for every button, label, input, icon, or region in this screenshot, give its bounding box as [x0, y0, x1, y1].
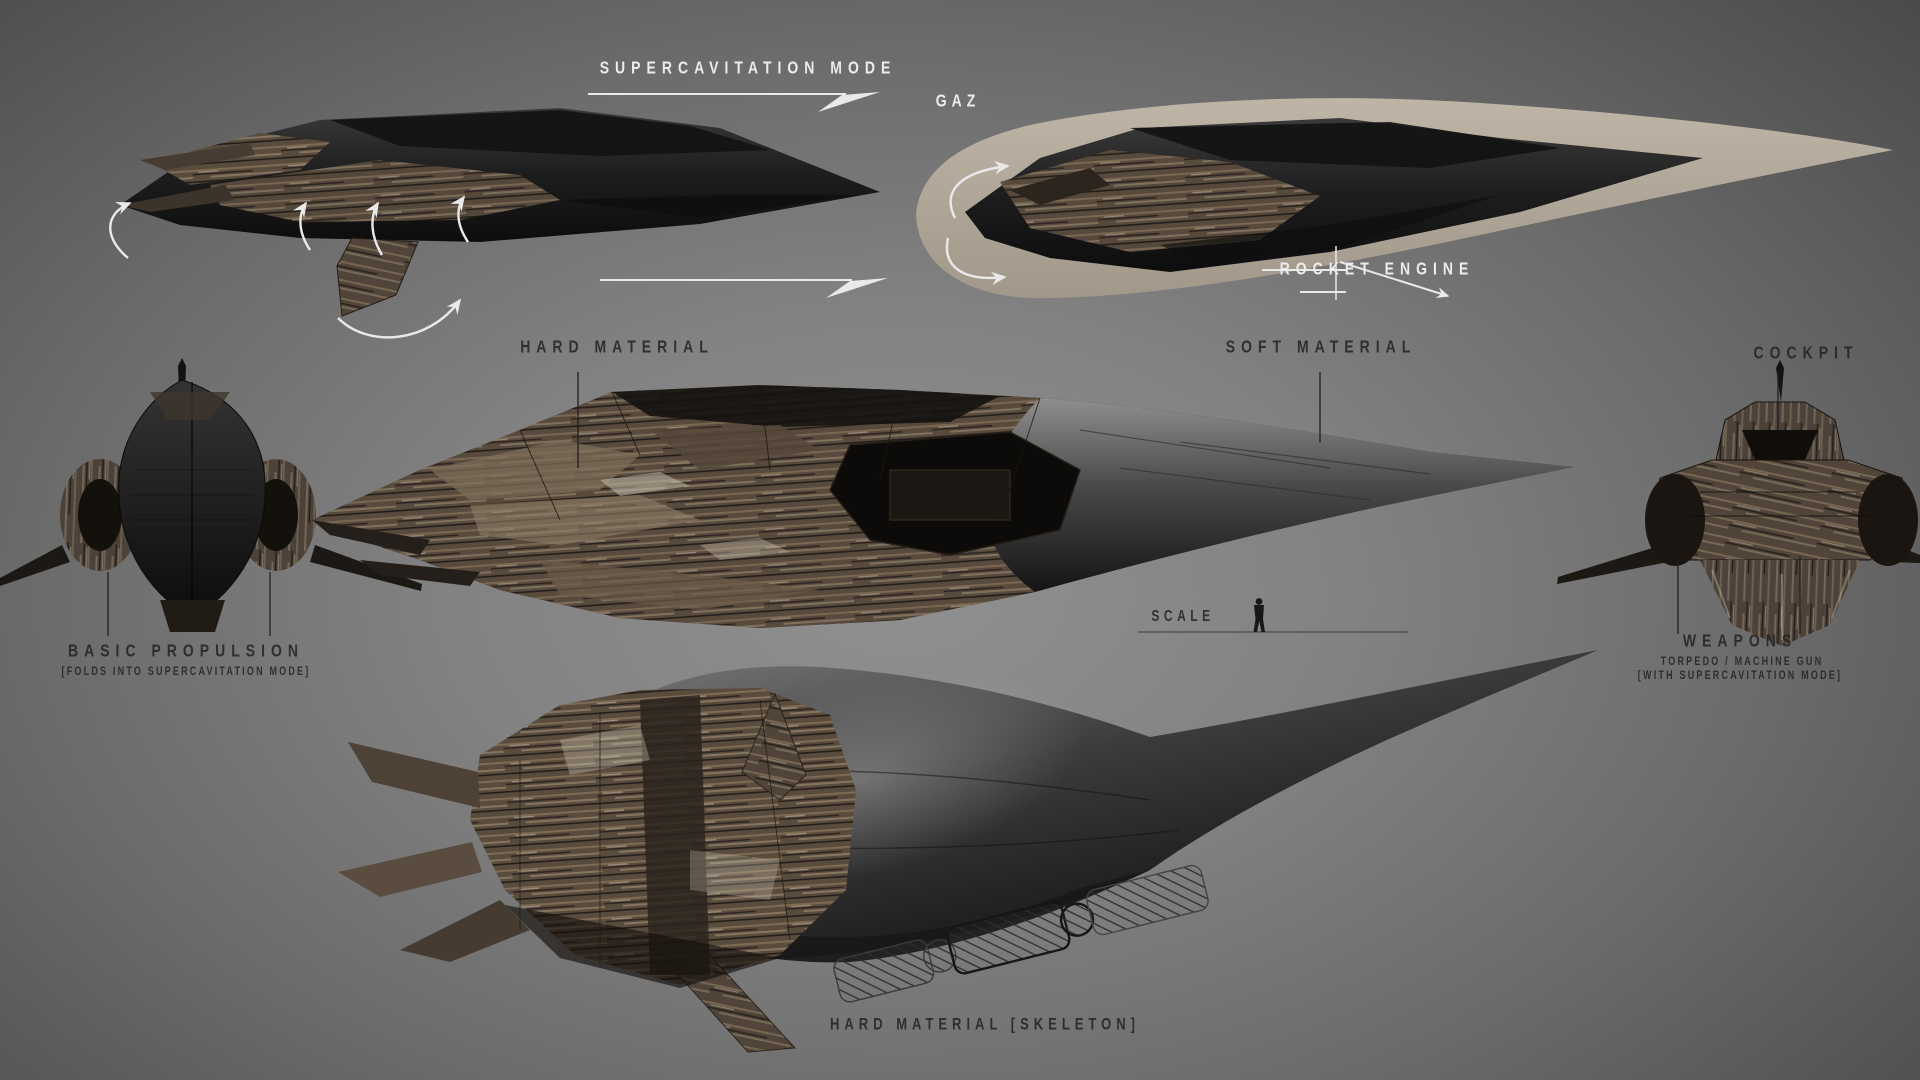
label-weapons: WEAPONS: [1682, 630, 1798, 651]
view-main-side: [312, 384, 1573, 628]
fold-arrows: [109, 195, 469, 339]
label-basic-propulsion-sub: [FOLDS INTO SUPERCAVITATION MODE]: [61, 665, 311, 678]
view-gas-bubble: [916, 98, 1893, 300]
direction-arrow-bottom: [600, 278, 888, 298]
label-weapons-sub2: [WITH SUPERCAVITATION MODE]: [1637, 669, 1843, 682]
human-figure: [1253, 598, 1265, 632]
view-top: [338, 650, 1598, 1053]
label-hard-material-skeleton: HARD MATERIAL [SKELETON]: [830, 1014, 1140, 1034]
scale-reference: [1138, 598, 1408, 633]
gas-flow-arrows: [945, 160, 1010, 286]
label-cockpit: COCKPIT: [1753, 342, 1859, 363]
view-front-basic-propulsion: [0, 358, 422, 632]
thrust-arrow: [1262, 246, 1450, 300]
label-basic-propulsion: BASIC PROPULSION: [67, 640, 305, 661]
label-hard-material: HARD MATERIAL: [520, 336, 714, 357]
label-soft-material: SOFT MATERIAL: [1225, 336, 1417, 357]
label-rocket-engine: ROCKET ENGINE: [1279, 258, 1475, 279]
view-supercavitation-side: [109, 92, 888, 339]
label-weapons-sub1: TORPEDO / MACHINE GUN: [1660, 655, 1824, 668]
direction-arrow-top: [588, 92, 880, 112]
skeleton-segments: [833, 864, 1209, 1003]
view-rear-cockpit-weapons: [1557, 360, 1920, 646]
leader-lines: [107, 372, 1801, 636]
label-supercavitation-mode: SUPERCAVITATION MODE: [599, 57, 897, 78]
label-scale: SCALE: [1151, 607, 1215, 625]
label-gaz: GAZ: [935, 90, 981, 111]
